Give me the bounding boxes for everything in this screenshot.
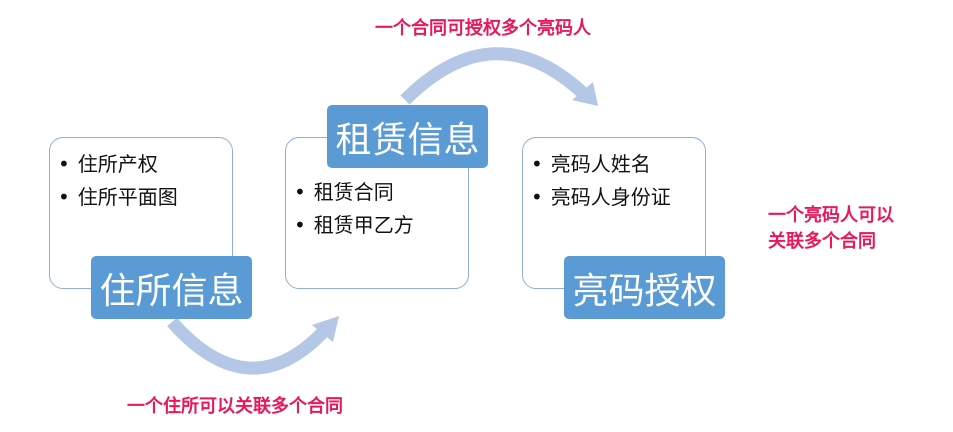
arrow-address-to-lease bbox=[167, 317, 330, 375]
arrowhead-icon bbox=[312, 316, 339, 342]
list-item: 亮码人身份证 bbox=[531, 181, 705, 214]
arrow-lease-to-auth bbox=[400, 47, 590, 105]
note-lease-to-auth: 一个合同可授权多个亮码人 bbox=[375, 18, 591, 39]
list-item: 亮码人姓名 bbox=[531, 148, 705, 181]
stage-title-address: 住所信息 bbox=[91, 256, 252, 319]
note-line: 一个亮码人可以 bbox=[768, 205, 894, 226]
note-auth-to-lease: 一个亮码人可以 关联多个合同 bbox=[768, 203, 894, 255]
list-item: 租赁甲乙方 bbox=[294, 209, 468, 242]
stage-title-lease: 租赁信息 bbox=[327, 105, 488, 168]
note-line: 关联多个合同 bbox=[768, 231, 876, 252]
note-address-to-lease: 一个住所可以关联多个合同 bbox=[127, 396, 343, 417]
list-item: 住所产权 bbox=[58, 148, 232, 181]
stage-title-auth: 亮码授权 bbox=[564, 256, 725, 319]
list-item: 租赁合同 bbox=[294, 176, 468, 209]
list-item: 住所平面图 bbox=[58, 181, 232, 214]
arrowhead-icon bbox=[572, 82, 598, 106]
